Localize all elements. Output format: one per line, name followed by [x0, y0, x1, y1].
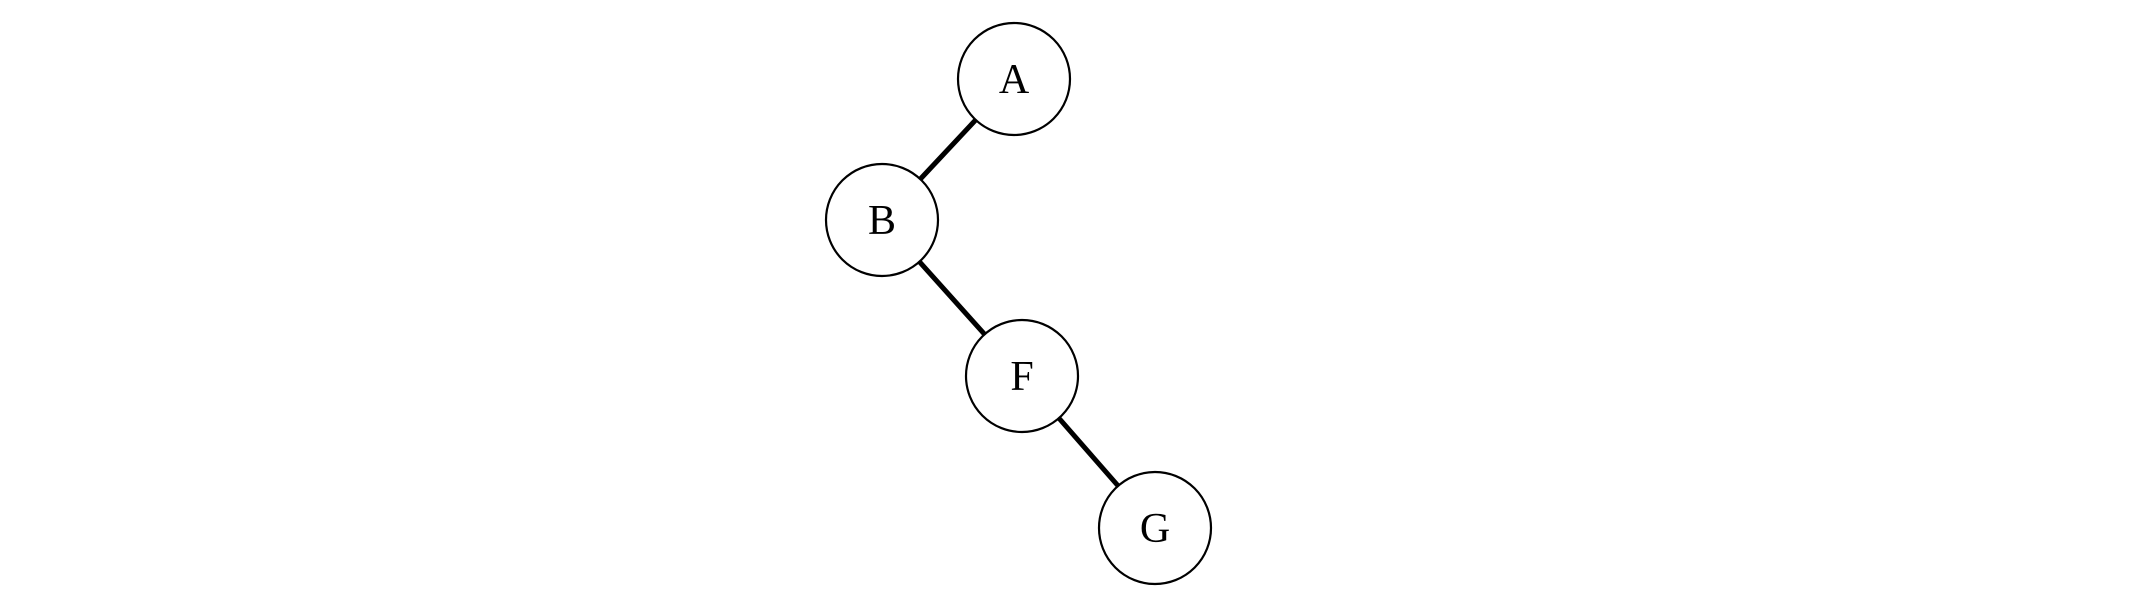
- node-label-a: A: [999, 57, 1030, 103]
- node-circle-f[interactable]: [964, 318, 1080, 434]
- node-label-f: F: [1010, 354, 1033, 400]
- graph-node-f[interactable]: F: [964, 318, 1080, 434]
- nodes-layer: A B F G: [824, 21, 1213, 586]
- graph-node-a[interactable]: A: [956, 21, 1072, 137]
- node-label-b: B: [868, 198, 896, 244]
- edges-layer: [917, 118, 1121, 488]
- graph-edge-a-b: [918, 118, 978, 181]
- node-circle-b[interactable]: [824, 162, 940, 278]
- node-circle-g[interactable]: [1097, 470, 1213, 586]
- node-label-g: G: [1140, 506, 1170, 552]
- graph-node-b[interactable]: B: [824, 162, 940, 278]
- graph-edge-f-g: [1056, 416, 1121, 488]
- node-circle-a[interactable]: [956, 21, 1072, 137]
- graph-node-g[interactable]: G: [1097, 470, 1213, 586]
- graph-edge-b-f: [917, 260, 987, 336]
